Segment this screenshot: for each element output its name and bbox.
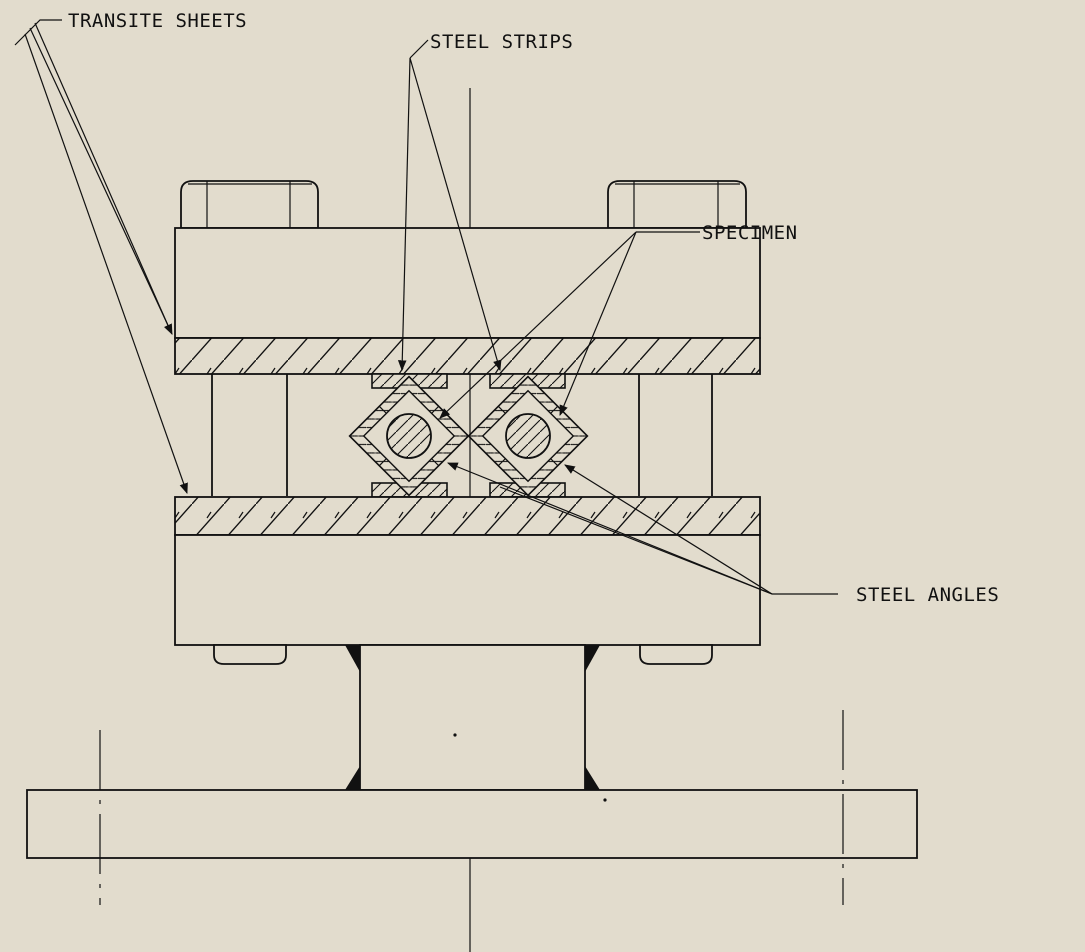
right-specimen — [505, 413, 551, 459]
top-transite-sheet — [174, 337, 761, 375]
bottom-plate — [174, 534, 761, 646]
steel-strips-leaders — [397, 39, 502, 372]
left-bolt-head — [180, 180, 319, 229]
bottom-transite-sheet — [174, 496, 761, 536]
transite-sheets-leaders — [14, 19, 188, 495]
right-bolt-head — [607, 180, 747, 229]
top-plate — [174, 227, 761, 339]
left-nut — [213, 644, 287, 665]
label-steel-angles: STEEL ANGLES — [856, 584, 999, 606]
steel-angles-leaders — [446, 462, 838, 595]
label-specimen: SPECIMEN — [702, 222, 798, 244]
left-bolt-shank — [211, 374, 288, 496]
base-bolt-centerlines — [99, 710, 844, 905]
right-nut — [639, 644, 713, 665]
support-column — [345, 644, 600, 791]
base-plate — [26, 789, 918, 859]
specimen-leaders — [439, 231, 700, 419]
label-transite-sheets: TRANSITE SHEETS — [68, 10, 247, 32]
right-bolt-shank — [638, 374, 713, 496]
left-specimen — [386, 413, 432, 459]
label-steel-strips: STEEL STRIPS — [430, 31, 573, 53]
